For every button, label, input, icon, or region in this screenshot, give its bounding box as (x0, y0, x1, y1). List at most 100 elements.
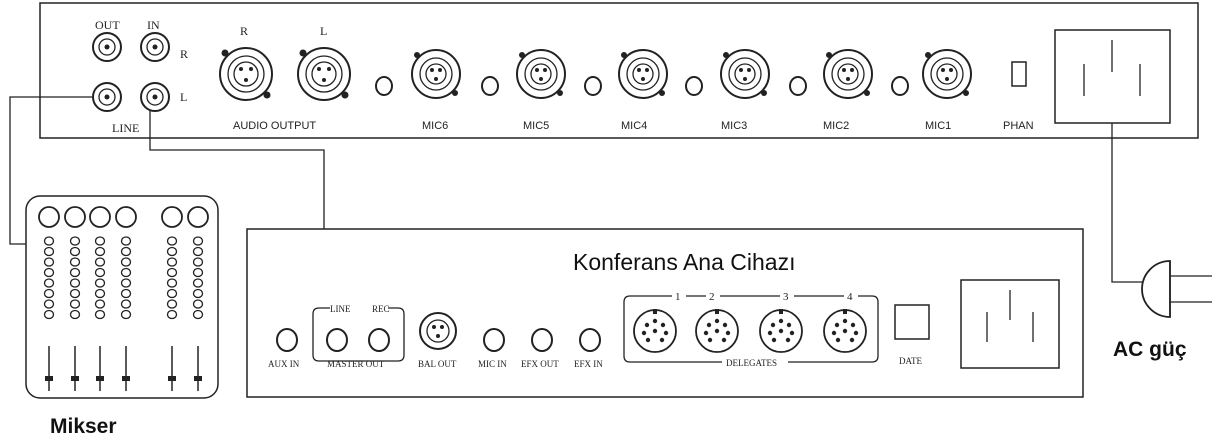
mixer-big-knob (161, 206, 183, 228)
mic-label: MIC2 (823, 120, 849, 132)
din-pin (660, 322, 666, 328)
bal-out-xlr (419, 312, 457, 350)
mixer-big-knob (187, 206, 209, 228)
mixer-small-knob (192, 236, 204, 246)
mixer-small-knob (94, 309, 106, 320)
din-pin (652, 328, 658, 334)
xlr-output-l (297, 47, 351, 101)
mixer-small-knob (166, 278, 178, 288)
mixer-channel-strip (187, 206, 209, 391)
din-pin (725, 330, 731, 336)
mic-input: MIC6 (375, 49, 461, 132)
mixer-controls (38, 206, 209, 391)
mixer-small-knob (120, 309, 132, 320)
label-r-side: R (180, 47, 188, 61)
din-pin (767, 330, 773, 336)
delegate-port-number: 3 (783, 291, 789, 303)
mixer-small-knob (69, 278, 81, 288)
din-pin (703, 330, 709, 336)
mixer-small-knob (43, 288, 55, 299)
din-pin (778, 328, 784, 334)
delegate-din-port (695, 309, 739, 353)
delegate-din-port (759, 309, 803, 353)
din-pin (835, 337, 841, 343)
din-pin (714, 318, 720, 324)
din-pin (778, 318, 784, 324)
din-pin (652, 318, 658, 324)
mic-input: MIC5 (481, 49, 566, 132)
mixer-small-knob (166, 309, 178, 320)
mixer-small-knob (192, 267, 204, 278)
din-pin (707, 337, 713, 343)
delegate-din-port (823, 309, 867, 353)
label-in: IN (147, 18, 160, 32)
top-ac-inlet (1054, 29, 1171, 124)
mixer-small-knob (94, 299, 106, 309)
mixer-small-knob (120, 278, 132, 288)
mixer-small-knob (120, 299, 132, 309)
mixer-small-knob (43, 299, 55, 309)
mixer-small-knob (43, 309, 55, 320)
mic-label: MIC1 (925, 120, 951, 132)
mic-input: MIC4 (584, 49, 668, 132)
mixer-body (25, 195, 219, 399)
din-pin (663, 330, 669, 336)
mic-label: MIC3 (721, 120, 747, 132)
mixer-channel-strip (38, 206, 60, 391)
efx-in-jack (579, 328, 601, 352)
mixer-channel-strip (89, 206, 111, 391)
mixer-small-knob (94, 278, 106, 288)
din-pin (714, 328, 720, 334)
mixer-small-knob (166, 246, 178, 257)
mixer-channel-strip (161, 206, 183, 391)
din-pin (849, 337, 855, 343)
label-bal-out: BAL OUT (418, 359, 457, 369)
mixer-small-knob (43, 246, 55, 257)
mixer-channel-strip (64, 206, 86, 391)
phan-switch (1011, 61, 1027, 87)
mixer-small-knob (192, 278, 204, 288)
mixer-small-knob (120, 257, 132, 267)
mixer-fader-cap (168, 376, 176, 381)
label-xlr-r: R (240, 24, 248, 38)
aux-in-jack (276, 328, 298, 352)
din-key (779, 309, 783, 314)
din-pin (842, 318, 848, 324)
mixer-small-knob (166, 299, 178, 309)
main-ac-inlet (960, 279, 1060, 369)
mixer-fader-cap (96, 376, 104, 381)
xlr-output-r (219, 47, 273, 101)
mixer-small-knob (166, 267, 178, 278)
mixer-small-knob (69, 309, 81, 320)
delegate-port-number: 2 (709, 291, 715, 303)
mixer-small-knob (94, 288, 106, 299)
mic-input: MIC3 (685, 49, 770, 132)
mixer-small-knob (192, 309, 204, 320)
ac-plug-icon (1141, 260, 1212, 318)
din-pin (641, 330, 647, 336)
din-pin (789, 330, 795, 336)
mixer-small-knob (94, 267, 106, 278)
mixer-small-knob (166, 257, 178, 267)
din-pin (706, 322, 712, 328)
mixer-small-knob (166, 288, 178, 299)
din-key (843, 309, 847, 314)
mixer-small-knob (69, 299, 81, 309)
din-key (653, 309, 657, 314)
din-pin (722, 322, 728, 328)
mixer-small-knob (166, 236, 178, 246)
mixer-big-knob (89, 206, 111, 228)
din-pin (644, 322, 650, 328)
mixer-small-knob (120, 288, 132, 299)
label-out: OUT (95, 18, 120, 32)
label-delegates: DELEGATES (726, 358, 777, 368)
mixer-big-knob (38, 206, 60, 228)
din-pin (831, 330, 837, 336)
mixer-small-knob (69, 267, 81, 278)
delegate-port-numbers: 1 2 3 4 (672, 288, 858, 303)
mixer-small-knob (120, 246, 132, 257)
label-aux-in: AUX IN (268, 359, 300, 369)
label-audio-output: AUDIO OUTPUT (233, 120, 316, 132)
mixer-fader-cap (71, 376, 79, 381)
